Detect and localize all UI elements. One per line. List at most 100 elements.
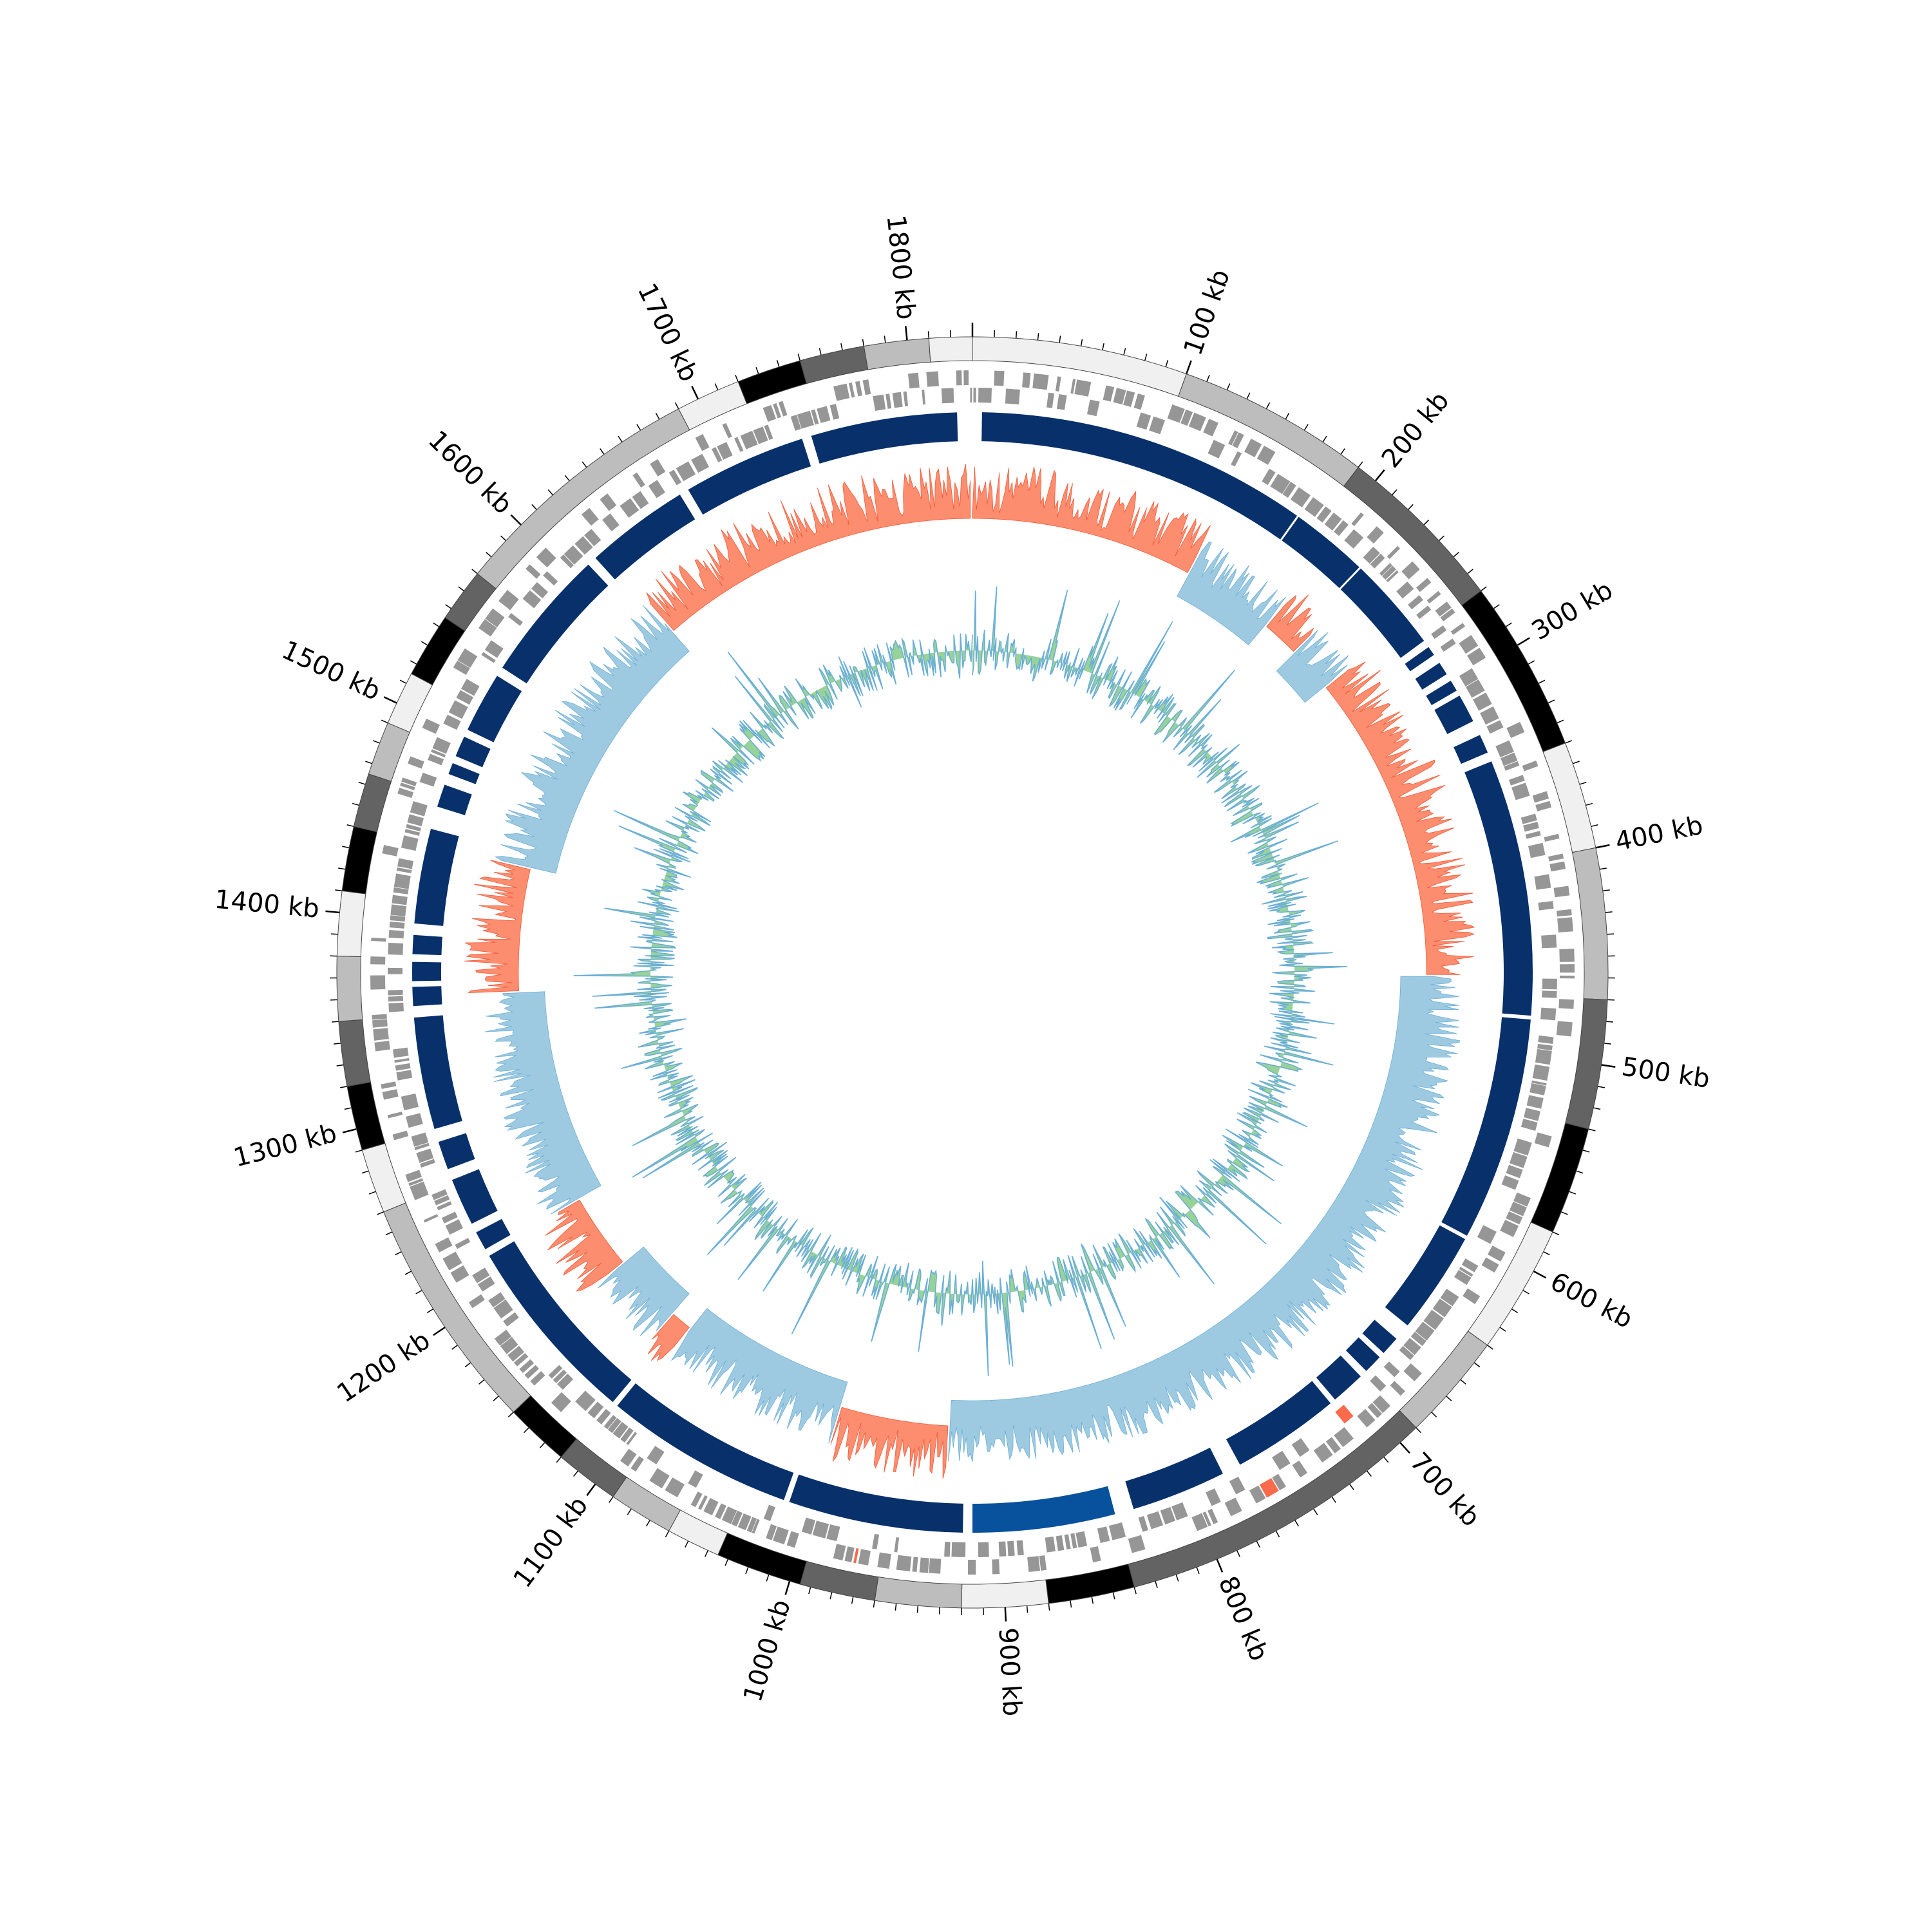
gene bbox=[1538, 901, 1554, 911]
gene bbox=[1290, 487, 1311, 507]
tick-label: 1500 kb bbox=[277, 635, 384, 706]
minor-tick bbox=[478, 1379, 485, 1385]
gene bbox=[848, 382, 855, 398]
gene bbox=[1016, 1540, 1024, 1556]
ideogram-ring bbox=[336, 336, 1609, 1609]
gene bbox=[1128, 1535, 1146, 1553]
gene bbox=[428, 753, 444, 766]
gene bbox=[1461, 1258, 1479, 1273]
gene bbox=[395, 1063, 411, 1071]
minor-tick bbox=[493, 1396, 499, 1401]
gene bbox=[703, 1497, 719, 1516]
gene bbox=[1367, 1403, 1383, 1418]
gene bbox=[956, 370, 962, 386]
gene bbox=[1423, 1309, 1444, 1331]
gene bbox=[1070, 1533, 1077, 1549]
minor-tick bbox=[336, 1064, 344, 1066]
gene bbox=[612, 1421, 629, 1439]
gc-skew-positive bbox=[972, 466, 1211, 573]
gene bbox=[1440, 1289, 1459, 1307]
gene bbox=[1454, 1269, 1472, 1285]
gene bbox=[967, 1559, 976, 1575]
gene bbox=[1459, 668, 1479, 687]
gene bbox=[1056, 1535, 1065, 1551]
gene bbox=[1542, 990, 1557, 998]
gene bbox=[408, 756, 424, 769]
gene bbox=[994, 370, 1005, 386]
gene bbox=[388, 996, 404, 1002]
ideogram-band bbox=[928, 336, 973, 363]
gene bbox=[626, 1432, 638, 1446]
minor-tick bbox=[1602, 889, 1610, 892]
gene bbox=[468, 1294, 485, 1309]
tick-label: 800 kb bbox=[1213, 1572, 1274, 1665]
minor-tick bbox=[346, 824, 354, 828]
gene bbox=[1032, 373, 1049, 390]
gene bbox=[508, 612, 523, 626]
minor-tick bbox=[1256, 1540, 1260, 1548]
minor-tick bbox=[358, 781, 366, 785]
minor-tick bbox=[1597, 1086, 1605, 1088]
gene bbox=[766, 1524, 777, 1540]
gene bbox=[1459, 1267, 1473, 1277]
gc-skew-positive bbox=[545, 1199, 623, 1292]
minor-tick bbox=[1416, 1427, 1422, 1434]
gc-content-track bbox=[573, 586, 1348, 1377]
gene bbox=[1556, 1021, 1573, 1037]
minor-tick bbox=[1543, 1251, 1550, 1256]
ideogram-band bbox=[346, 1081, 386, 1151]
gene bbox=[1292, 1460, 1308, 1478]
gene bbox=[443, 714, 461, 730]
gene bbox=[829, 404, 840, 420]
gene bbox=[892, 392, 903, 408]
minor-tick bbox=[344, 1107, 352, 1110]
gene bbox=[773, 1526, 789, 1545]
gene bbox=[1074, 379, 1092, 397]
tick-label: 1300 kb bbox=[231, 1119, 339, 1173]
gene bbox=[873, 394, 886, 411]
gene bbox=[1506, 722, 1525, 738]
gc-skew-positive bbox=[1266, 594, 1314, 652]
gene bbox=[721, 1506, 737, 1524]
gene bbox=[907, 372, 920, 389]
syntenic-block bbox=[1362, 1320, 1397, 1353]
minor-tick bbox=[399, 679, 407, 684]
major-tick bbox=[1004, 1607, 1007, 1622]
syntenic-block bbox=[451, 1169, 498, 1224]
gene bbox=[1396, 582, 1414, 599]
gene bbox=[370, 956, 386, 965]
tick-label: 400 kb bbox=[1613, 811, 1705, 857]
ideogram-band bbox=[560, 1438, 627, 1497]
gene bbox=[503, 1312, 519, 1327]
gene bbox=[530, 1371, 545, 1386]
ideogram-band bbox=[368, 722, 410, 782]
gene bbox=[855, 381, 862, 397]
gene bbox=[372, 1019, 388, 1028]
gene bbox=[390, 915, 406, 922]
gene bbox=[1232, 432, 1244, 449]
major-tick bbox=[1186, 360, 1192, 375]
gene bbox=[978, 388, 992, 403]
ideogram-band bbox=[799, 1560, 879, 1601]
gene bbox=[1244, 439, 1262, 458]
gene bbox=[457, 648, 478, 668]
gene-track bbox=[370, 370, 1575, 1575]
minor-tick bbox=[724, 1558, 729, 1566]
gene bbox=[445, 1219, 464, 1235]
gene bbox=[833, 383, 850, 401]
gc-skew-positive bbox=[464, 860, 531, 994]
gene bbox=[1431, 625, 1447, 639]
minor-tick bbox=[1446, 1396, 1452, 1401]
minor-tick bbox=[523, 1427, 529, 1434]
gene bbox=[373, 1028, 389, 1041]
gene bbox=[763, 1504, 775, 1521]
gene bbox=[602, 513, 620, 532]
gene bbox=[1191, 1513, 1208, 1531]
gene bbox=[1523, 1108, 1541, 1121]
gene bbox=[392, 1047, 409, 1058]
gene bbox=[423, 1214, 439, 1223]
gene bbox=[717, 442, 733, 460]
gene bbox=[1506, 1211, 1523, 1225]
gene bbox=[481, 652, 496, 663]
gene bbox=[773, 402, 782, 419]
